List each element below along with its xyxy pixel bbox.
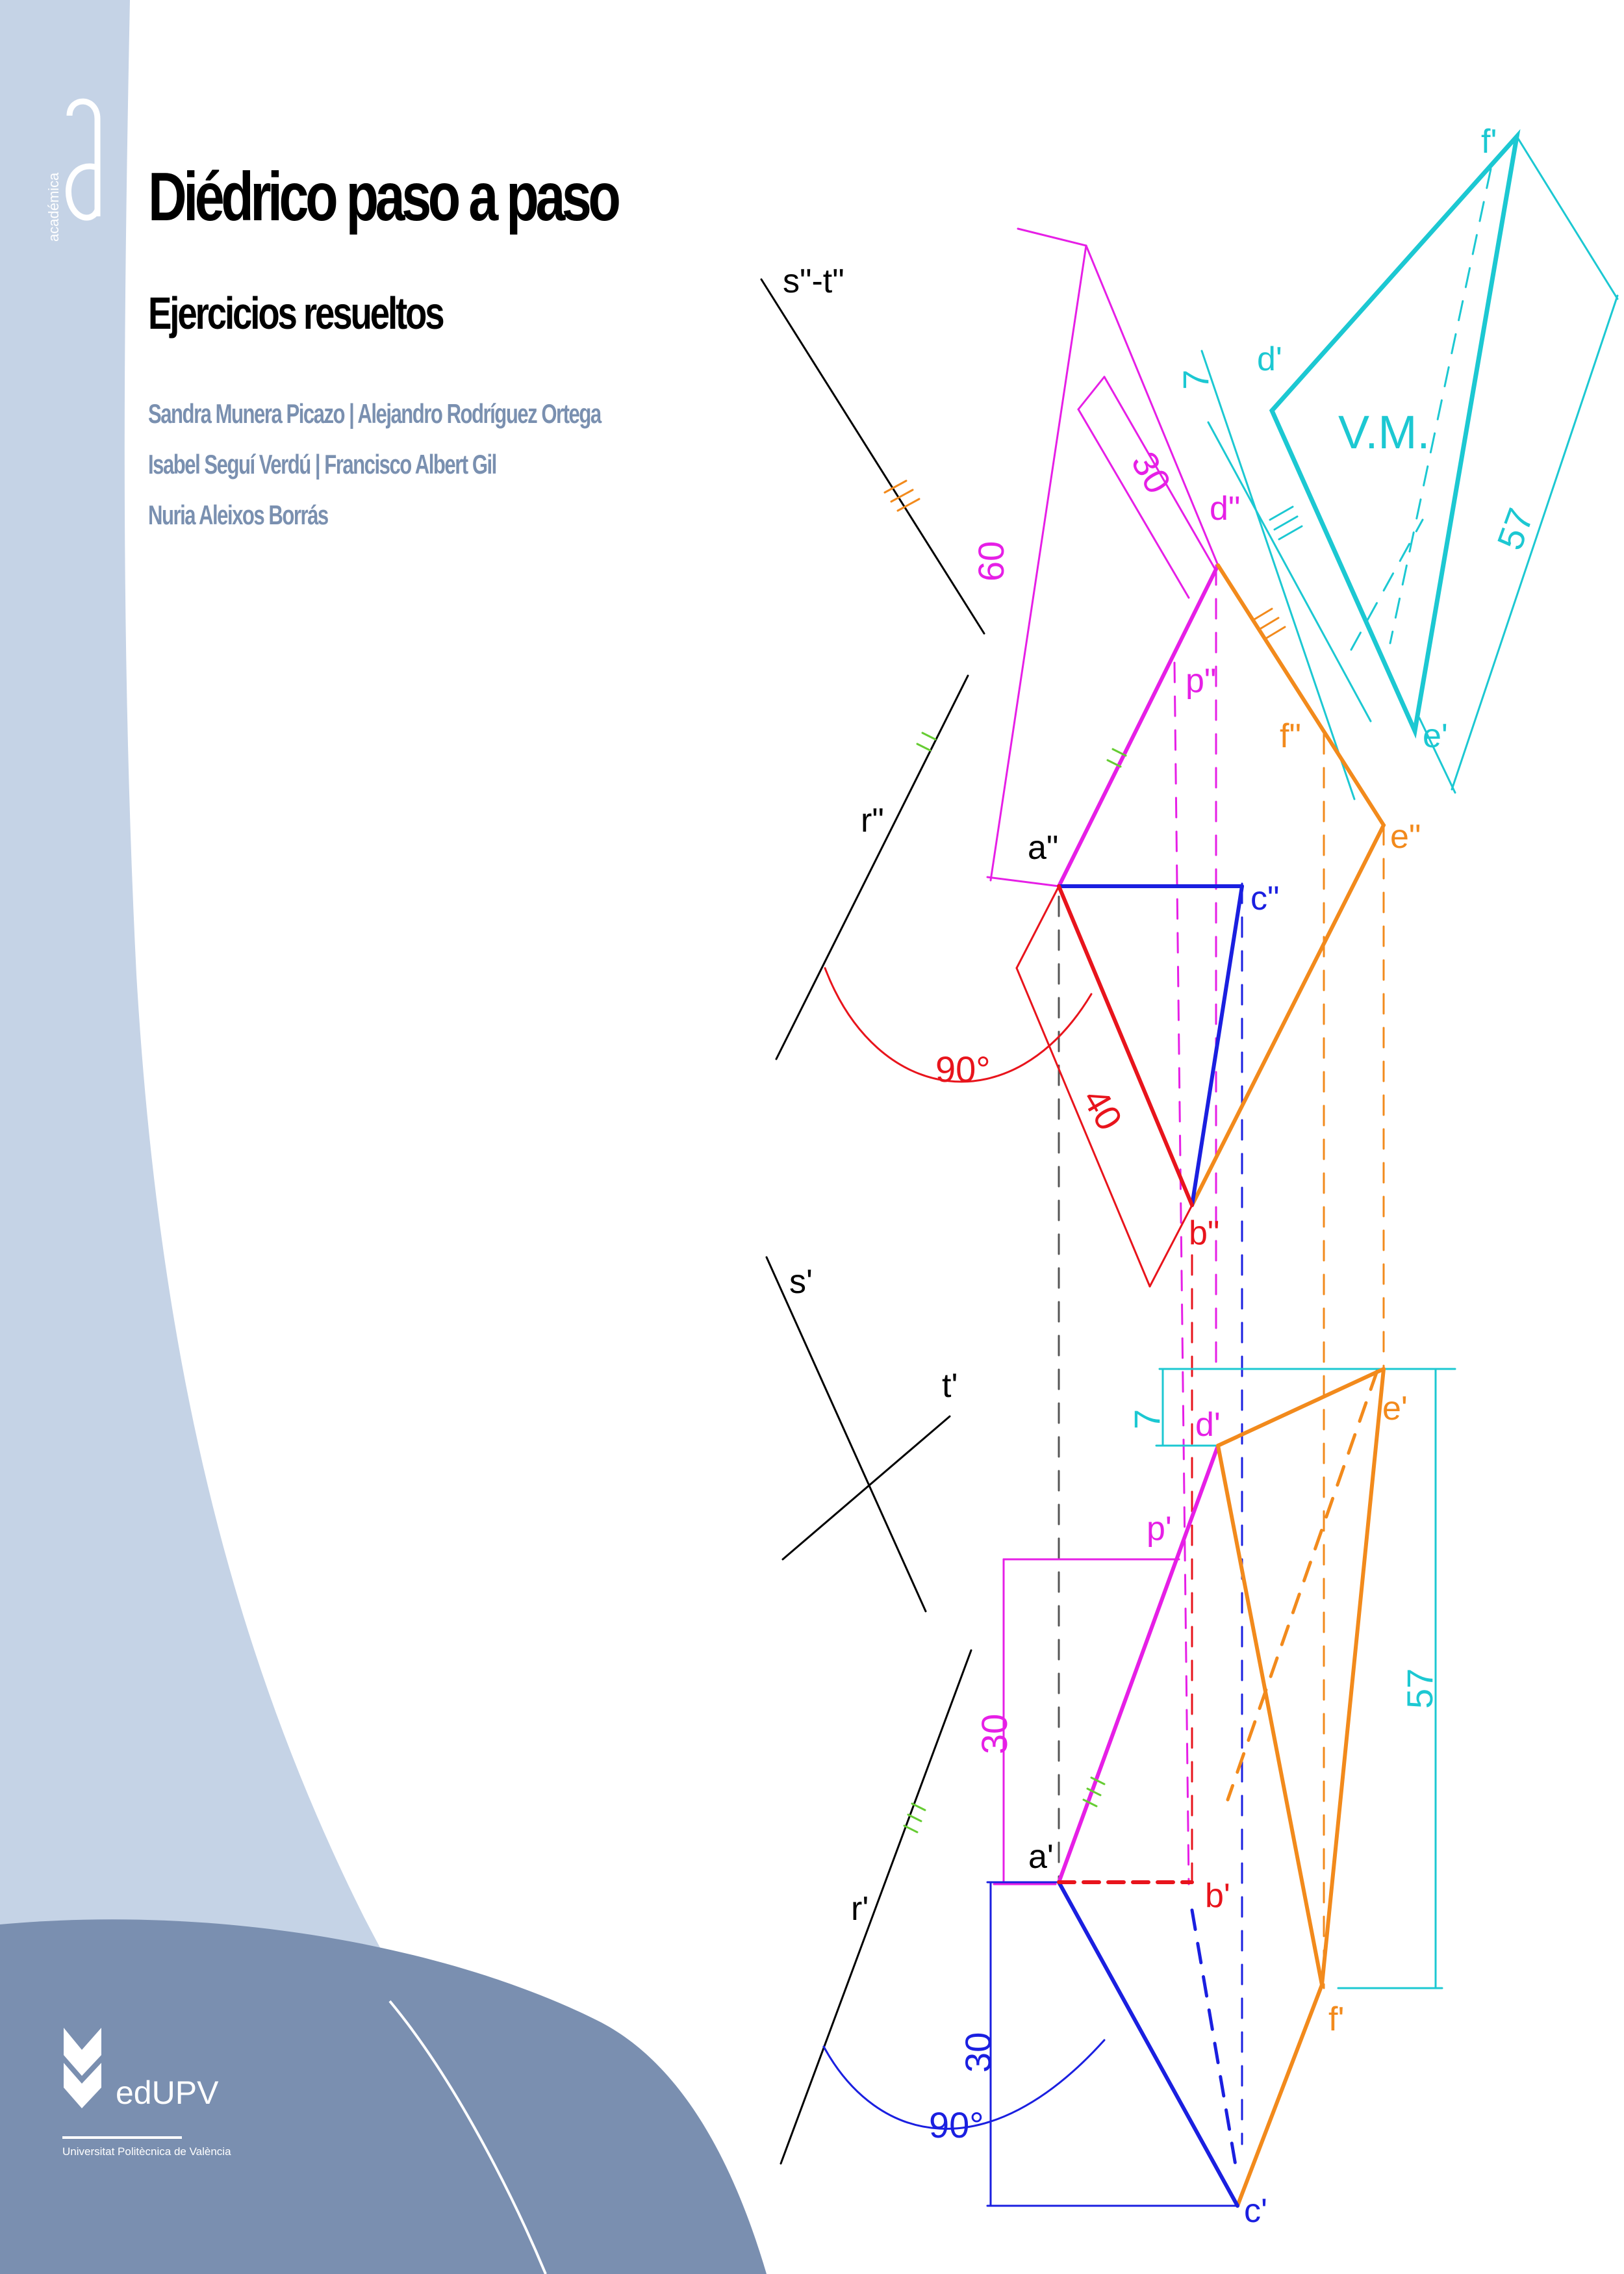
label-f-prime: f' bbox=[1328, 2000, 1344, 2038]
label-s-prime: s' bbox=[789, 1263, 813, 1301]
book-subtitle: Ejercicios resueltos bbox=[148, 288, 445, 339]
reference-lines bbox=[760, 278, 985, 2165]
dim-60: 60 bbox=[971, 541, 1011, 581]
label-p-prime: p' bbox=[1147, 1510, 1172, 1548]
label-a-double: a" bbox=[1028, 829, 1058, 867]
label-r-double: r" bbox=[861, 802, 884, 839]
label-f-prime-cyan: f' bbox=[1481, 123, 1497, 160]
dimension-labels: 60 30 7 57 90° 40 7 57 30 30 90° bbox=[929, 370, 1542, 2145]
projection-lines bbox=[1058, 168, 1492, 2178]
label-d-double: d" bbox=[1210, 490, 1240, 528]
title-block: Diédrico paso a paso Ejercicios resuelto… bbox=[148, 159, 733, 530]
author-line: Nuria Aleixos Borrás bbox=[148, 500, 329, 530]
dim-7-horizontal: 7 bbox=[1126, 1409, 1167, 1429]
author-line: Isabel Seguí Verdú | Francisco Albert Gi… bbox=[148, 449, 497, 479]
dim-90-blue: 90° bbox=[929, 2104, 984, 2145]
publisher-rule bbox=[62, 2136, 182, 2139]
label-a-prime: a' bbox=[1028, 1838, 1054, 1876]
book-title: Diédrico paso a paso bbox=[148, 159, 621, 235]
panel-curve-line bbox=[388, 2000, 547, 2274]
red-segment bbox=[1057, 884, 1194, 1207]
orange-thin bbox=[1321, 726, 1385, 826]
orange-projection bbox=[1190, 563, 1386, 2208]
label-b-prime: b' bbox=[1205, 1877, 1230, 1915]
label-r-prime: r' bbox=[851, 1890, 869, 1928]
dim-7-cyan: 7 bbox=[1175, 370, 1216, 390]
red-construction bbox=[824, 885, 1193, 1288]
cyan-construction bbox=[1155, 135, 1619, 1989]
drawing-labels: s"-t" d' f' V.M. d" p" f" e' r" a" c" e"… bbox=[783, 123, 1497, 2230]
label-c-double: c" bbox=[1250, 880, 1279, 917]
label-e-prime: e' bbox=[1382, 1390, 1408, 1427]
segment-a-d-vertical bbox=[1057, 563, 1220, 1884]
label-b-double: b" bbox=[1189, 1214, 1219, 1252]
label-s-t-vertical: s"-t" bbox=[783, 262, 844, 300]
edupv-logo bbox=[64, 2028, 101, 2108]
publisher-name: edUPV bbox=[116, 2075, 219, 2111]
label-t-prime: t' bbox=[942, 1367, 958, 1405]
magenta-construction bbox=[986, 227, 1219, 1885]
label-d-prime-cyan: d' bbox=[1257, 340, 1282, 378]
blue-segments bbox=[1057, 884, 1244, 2208]
dim-30-magenta: 30 bbox=[974, 1714, 1015, 1754]
hatch-marks-cyan bbox=[1269, 505, 1303, 541]
label-d-prime: d' bbox=[1195, 1406, 1221, 1444]
true-magnitude-triangle bbox=[1269, 129, 1521, 739]
university-name: Universitat Politècnica de València bbox=[62, 2145, 231, 2158]
label-f-double: f" bbox=[1280, 717, 1301, 755]
academica-logo bbox=[66, 98, 101, 221]
dim-57-horizontal: 57 bbox=[1399, 1668, 1440, 1709]
hatch-marks-orange bbox=[883, 479, 1286, 640]
dim-90-red: 90° bbox=[935, 1049, 991, 1090]
author-list: Sandra Munera Picazo | Alejandro Rodrígu… bbox=[148, 389, 677, 541]
dim-30-blue: 30 bbox=[958, 2032, 998, 2073]
dark-blue-panel bbox=[0, 1919, 767, 2274]
label-p-double: p" bbox=[1186, 662, 1216, 700]
author-line: Sandra Munera Picazo | Alejandro Rodrígu… bbox=[148, 398, 602, 429]
blue-dimension bbox=[822, 1881, 1239, 2207]
label-c-prime: c' bbox=[1244, 2192, 1267, 2230]
label-e-double: e" bbox=[1390, 818, 1421, 856]
light-blue-panel bbox=[0, 0, 585, 2274]
label-true-magnitude: V.M. bbox=[1338, 407, 1430, 459]
label-e-prime-cyan: e' bbox=[1423, 717, 1448, 755]
hatch-marks-green bbox=[903, 732, 1127, 1833]
